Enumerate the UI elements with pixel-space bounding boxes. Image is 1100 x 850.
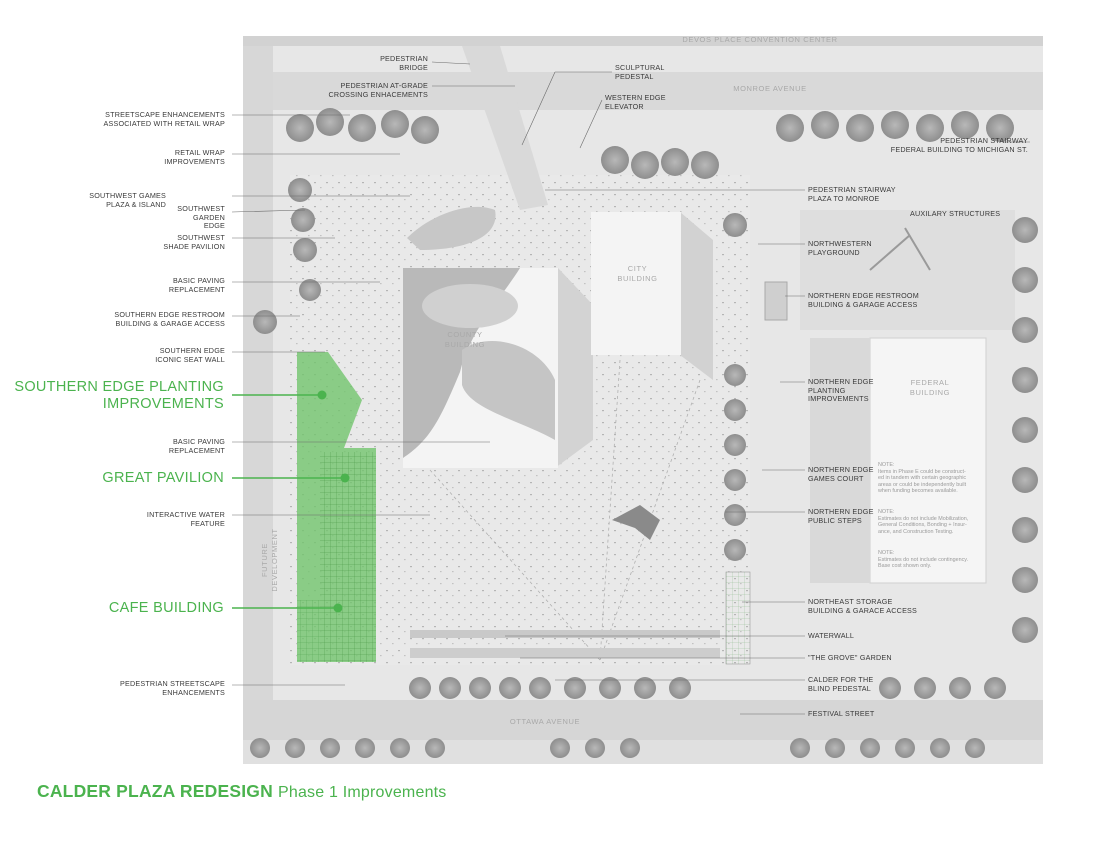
- label-ped-streetscape: PEDESTRIAN STREETSCAPE ENHANCEMENTS: [119, 679, 225, 697]
- title-subtitle: Phase 1 Improvements: [277, 784, 447, 801]
- label-sw-games: SOUTHWEST GAMES PLAZA & ISLAND: [89, 191, 166, 209]
- label-sculptural-pedestal: SCULPTURAL PEDESTAL: [615, 63, 665, 81]
- label-calder-pedestal: CALDER FOR THE BLIND PEDESTAL: [808, 675, 874, 693]
- label-cafe-building: CAFE BUILDING: [108, 600, 224, 616]
- county-building-label: COUNTY BUILDING: [444, 330, 486, 349]
- label-ped-stair-monroe: PEDESTRIAN STAIRWAY PLAZA TO MONROE: [808, 185, 896, 203]
- label-basic-paving-2: BASIC PAVING REPLACEMENT: [168, 437, 225, 455]
- label-retail-wrap: RETAIL WRAP IMPROVEMENTS: [164, 148, 225, 166]
- monroe-avenue-label: MONROE AVENUE: [733, 84, 807, 93]
- label-nw-playground: NORTHWESTERN PLAYGROUND: [808, 239, 872, 257]
- label-southern-restroom: SOUTHERN EDGE RESTROOM BUILDING & GARAGE…: [114, 310, 225, 328]
- label-ped-crossing: PEDESTRIAN AT-GRADE CROSSING ENHACEMENTS: [328, 81, 428, 99]
- label-auxiliary-structures: AUXILARY STRUCTURES: [910, 209, 1001, 218]
- page-title: CALDER PLAZA REDESIGN Phase 1 Improvemen…: [37, 781, 447, 802]
- note-phase-e: NOTE: Items in Phase E could be construc…: [878, 462, 967, 495]
- devos-place-label: DEVOS PLACE CONVENTION CENTER: [682, 35, 838, 44]
- city-building-label: CITY BUILDING: [617, 264, 658, 283]
- ottawa-avenue-label: OTTAWA AVENUE: [509, 717, 581, 726]
- label-ne-storage: NORTHEAST STORAGE BUILDING & GARACE ACCE…: [808, 597, 918, 615]
- label-great-pavilion: GREAT PAVILION: [102, 470, 224, 486]
- future-development-label: FUTURE DEVELOPMENT: [260, 528, 279, 592]
- label-festival-street: FESTIVAL STREET: [808, 709, 875, 718]
- label-northern-steps: NORTHERN EDGE PUBLIC STEPS: [808, 507, 874, 525]
- label-ped-bridge: PEDESTRIAN BRIDGE: [380, 54, 428, 72]
- label-southern-planting: SOUTHERN EDGE PLANTING IMPROVEMENTS: [14, 379, 224, 412]
- note-mobilization: NOTE: Estimates do not include Mobilizat…: [878, 509, 969, 535]
- label-waterwall: WATERWALL: [808, 631, 855, 640]
- label-northern-planting: NORTHERN EDGE PLANTING IMPROVEMENTS: [808, 377, 874, 404]
- label-sw-garden: SOUTHWEST GARDEN EDGE: [177, 204, 225, 231]
- label-streetscape-retail: STREETSCAPE ENHANCEMENTS ASSOCIATED WITH…: [103, 110, 225, 128]
- label-northern-games: NORTHERN EDGE GAMES COURT: [808, 465, 874, 483]
- label-ped-stair-federal: PEDESTRIAN STAIRWAY FEDERAL BUILDING TO …: [890, 136, 1028, 154]
- label-basic-paving-1: BASIC PAVING REPLACEMENT: [168, 276, 225, 294]
- label-grove-garden: "THE GROVE" GARDEN: [808, 653, 892, 662]
- federal-building-label: FEDERAL BUILDING: [909, 378, 951, 397]
- southern-edge-planting-highlight: [297, 352, 376, 662]
- label-western-elevator: WESTERN EDGE ELEVATOR: [605, 93, 666, 111]
- label-northern-restroom: NORTHERN EDGE RESTROOM BUILDING & GARAGE…: [808, 291, 919, 309]
- label-southern-seat: SOUTHERN EDGE ICONIC SEAT WALL: [155, 346, 225, 364]
- label-sw-shade: SOUTHWEST SHADE PAVILION: [163, 233, 225, 251]
- title-bold: CALDER PLAZA REDESIGN: [37, 781, 273, 801]
- note-contingency: NOTE: Estimates do not include contingen…: [878, 550, 969, 570]
- label-water-feature: INTERACTIVE WATER FEATURE: [146, 510, 225, 528]
